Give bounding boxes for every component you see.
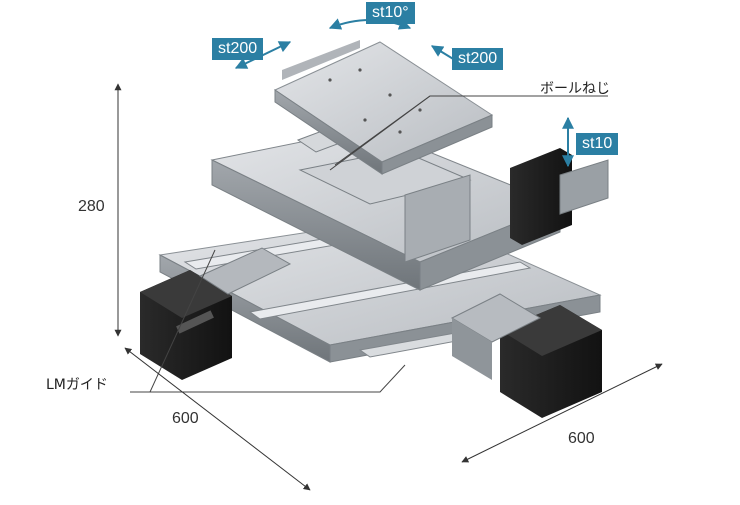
ball-screw-label: ボールねじ: [540, 81, 610, 97]
width-left-dimension-label: 600: [172, 410, 199, 427]
z-stroke-tag: st10: [576, 133, 619, 155]
lm-guide-label: LMガイド: [46, 377, 108, 393]
width-right-dimension-label: 600: [568, 430, 595, 447]
x-stroke-tag: st200: [212, 38, 264, 60]
top-plate: [273, 40, 494, 175]
middle-carriage: [296, 127, 609, 263]
rotation-stroke-tag: st10°: [366, 2, 415, 24]
y-stroke-tag: st200: [452, 48, 504, 70]
dimension-lines: [114, 83, 663, 491]
height-dimension-label: 280: [78, 198, 105, 215]
